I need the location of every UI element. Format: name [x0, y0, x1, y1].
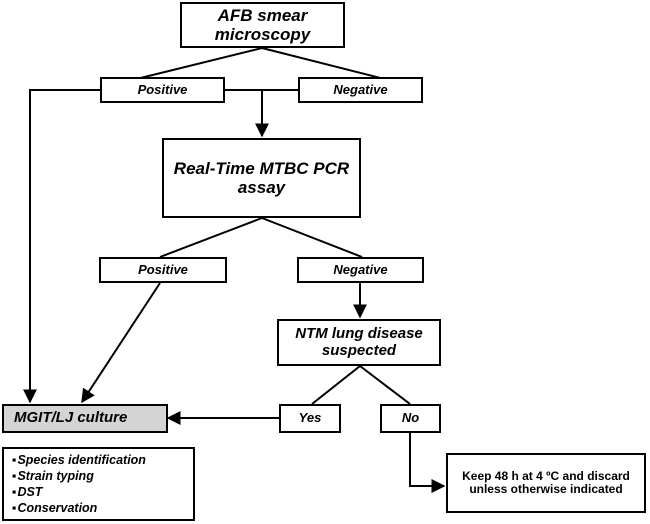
keep-instruction-box: Keep 48 h at 4 ºC and discard unless oth…	[446, 453, 646, 513]
pcr-assay-label: Real-Time MTBC PCR assay	[173, 158, 350, 197]
edge-pcr-to-negative	[261, 217, 363, 258]
afb-smear-box: AFB smear microscopy	[180, 2, 345, 48]
no-box: No	[380, 404, 441, 433]
edge-positive2-to-culture	[81, 282, 161, 404]
culture-uses-list: Species identification Strain typing DST…	[2, 447, 195, 521]
edge-pcr-to-positive	[159, 217, 263, 258]
list-item: Species identification	[12, 452, 193, 468]
culture-box: MGIT/LJ culture	[2, 404, 168, 433]
negative-label-2: Negative	[333, 261, 388, 277]
positive-label-1: Positive	[137, 81, 188, 97]
list-item: Strain typing	[12, 468, 193, 484]
negative-box-1: Negative	[298, 77, 423, 103]
edge-positive-to-culture	[23, 89, 100, 404]
negative-box-2: Negative	[297, 257, 424, 283]
afb-smear-label: AFB smear microscopy	[214, 5, 311, 44]
culture-label: MGIT/LJ culture	[14, 409, 128, 427]
yes-label: Yes	[298, 410, 322, 426]
yes-box: Yes	[279, 404, 341, 433]
list-item: Conservation	[12, 500, 193, 516]
edge-ntm-to-yes	[311, 365, 361, 405]
positive-box-1: Positive	[100, 77, 225, 103]
keep-instruction-label: Keep 48 h at 4 ºC and discard unless oth…	[462, 468, 630, 496]
no-label: No	[401, 410, 420, 426]
list-item: DST	[12, 484, 193, 500]
ntm-suspected-label: NTM lung disease suspected	[295, 324, 423, 359]
negative-label-1: Negative	[333, 81, 388, 97]
positive-box-2: Positive	[99, 257, 227, 283]
pcr-assay-box: Real-Time MTBC PCR assay	[162, 138, 361, 218]
ntm-suspected-box: NTM lung disease suspected	[277, 319, 441, 366]
edge-ntm-to-no	[359, 365, 411, 405]
positive-label-2: Positive	[138, 261, 188, 277]
edge-no-to-keep	[409, 433, 446, 493]
